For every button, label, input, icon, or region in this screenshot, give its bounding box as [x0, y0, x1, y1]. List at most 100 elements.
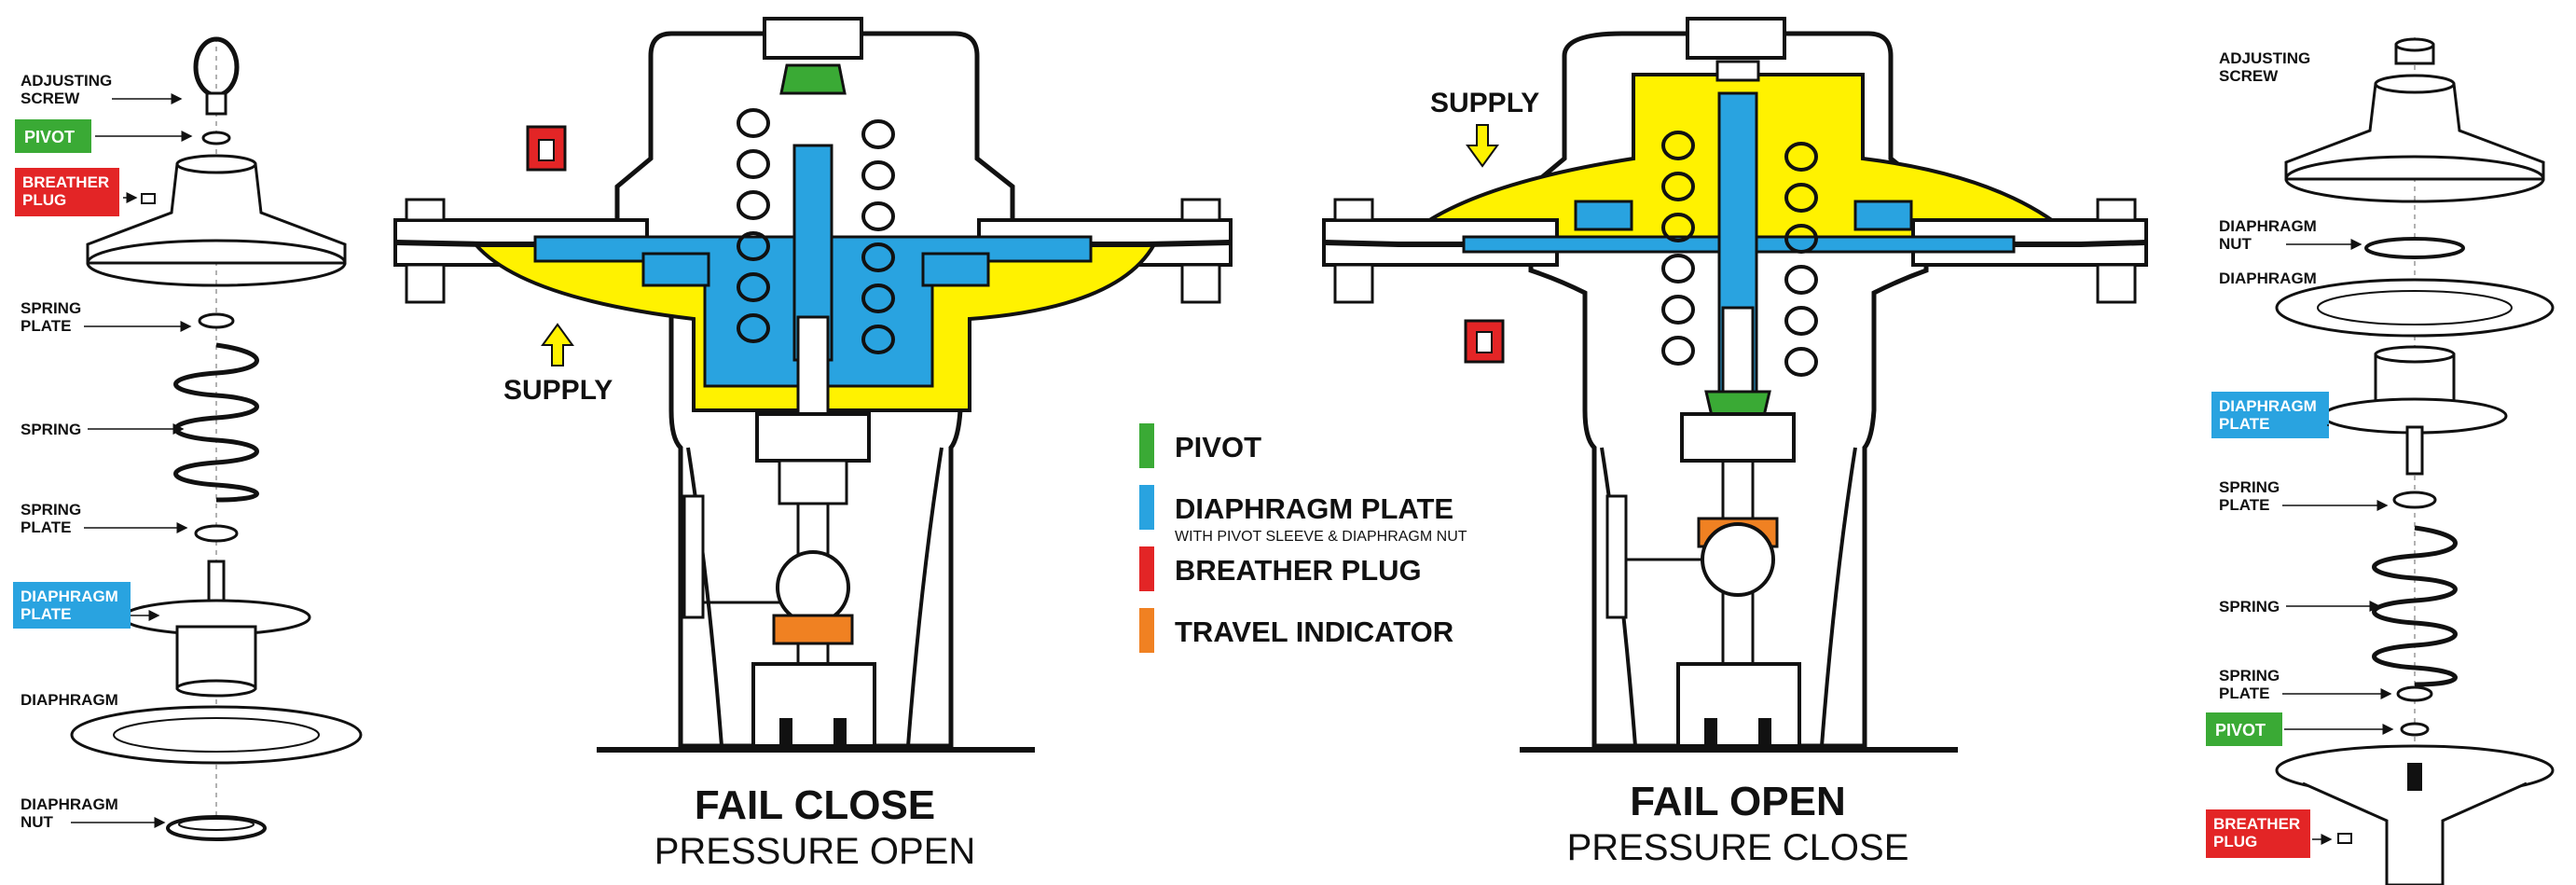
- upper-casing-icon: [86, 154, 347, 287]
- label-line: PIVOT: [24, 128, 75, 146]
- label-line: PLATE: [21, 605, 71, 623]
- legend: PIVOT DIAPHRAGM PLATE WITH PIVOT SLEEVE & …: [1139, 423, 1467, 653]
- label-line: SPRING: [21, 421, 81, 438]
- spring-plate-icon: [2392, 491, 2437, 509]
- diaphragm-icon: [70, 705, 363, 765]
- legend-label: BREATHER PLUG: [1175, 554, 1422, 587]
- label-line: PLATE: [2219, 415, 2269, 433]
- legend-label: DIAPHRAGM PLATE: [1175, 492, 1453, 525]
- label-line: DIAPHRAGM: [2219, 270, 2317, 287]
- label-line: NUT: [21, 813, 54, 831]
- label-line: DIAPHRAGM: [2219, 217, 2317, 235]
- breather-plug-part-icon: [2337, 833, 2352, 844]
- left-cross-section: SUPPLY FAIL CLOSE PRESSURE OPEN: [393, 17, 1233, 872]
- spring-plate-icon: [198, 312, 235, 329]
- supply-arrow-up: [541, 323, 574, 366]
- left-title: FAIL CLOSE: [695, 782, 935, 828]
- diaphragm-plate-icon: [121, 560, 311, 698]
- left-label-spring: SPRING: [21, 421, 185, 438]
- spring-plate-icon: [194, 524, 239, 543]
- legend-item: BREATHER PLUG: [1139, 546, 1422, 591]
- diaphragm-icon: [2275, 278, 2555, 338]
- breather-plug: [1464, 319, 1505, 364]
- actuator-body: [614, 31, 1015, 749]
- spring-plate-icon: [2396, 685, 2433, 702]
- label-line: ADJUSTING: [2219, 49, 2310, 67]
- legend-label: PIVOT: [1175, 431, 1261, 463]
- label-line: SPRING: [21, 299, 81, 317]
- spring-coils: [1661, 131, 1818, 377]
- label-line: DIAPHRAGM: [2219, 397, 2317, 415]
- lower-casing-icon: [2275, 744, 2555, 885]
- svg-text:SPRING: SPRING: [21, 421, 81, 438]
- right-cross-section: SUPPLY FAIL OPEN PRESSURE CLOSE: [1322, 17, 2148, 868]
- label-line: SPRING: [2219, 667, 2280, 684]
- legend-label: TRAVEL INDICATOR: [1175, 615, 1453, 648]
- legend-swatch: [1139, 423, 1154, 468]
- label-line: BREATHER: [22, 173, 109, 191]
- right-title: FAIL OPEN: [1630, 779, 1845, 824]
- label-line: DIAPHRAGM: [21, 691, 118, 709]
- label-line: PLATE: [21, 519, 71, 536]
- svg-text:SPRING: SPRING: [2219, 598, 2280, 615]
- svg-text:DIAPHRAGM: DIAPHRAGM: [2219, 270, 2317, 287]
- supply-label-right: SUPPLY: [1430, 88, 1539, 118]
- label-line: SPRING: [21, 501, 81, 519]
- legend-item: PIVOT: [1139, 423, 1261, 468]
- label-line: PLATE: [2219, 684, 2269, 702]
- breather-plug-part-icon: [141, 193, 156, 204]
- label-line: SPRING: [2219, 478, 2280, 496]
- adjusting-screw-icon: [2394, 37, 2435, 65]
- label-line: DIAPHRAGM: [21, 795, 118, 813]
- supply-label-left: SUPPLY: [503, 375, 613, 406]
- label-line: SPRING: [2219, 598, 2280, 615]
- legend-item: DIAPHRAGM PLATE WITH PIVOT SLEEVE & DIAPH…: [1139, 485, 1467, 545]
- label-line: PLUG: [22, 191, 66, 209]
- pivot-part-icon: [201, 131, 231, 145]
- legend-swatch: [1139, 546, 1154, 591]
- spring-coils: [737, 108, 895, 354]
- label-line: SCREW: [21, 90, 80, 107]
- legend-sublabel: WITH PIVOT SLEEVE & DIAPHRAGM NUT: [1175, 529, 1467, 545]
- diaphragm-plate-icon: [2321, 345, 2508, 476]
- label-line: PIVOT: [2215, 721, 2266, 740]
- legend-swatch: [1139, 608, 1154, 653]
- upper-casing-icon: [2284, 74, 2545, 203]
- svg-text:PIVOT: PIVOT: [2215, 721, 2266, 740]
- right-subtitle: PRESSURE CLOSE: [1567, 827, 1909, 868]
- right-label-spring: SPRING: [2219, 598, 2381, 615]
- label-line: ADJUSTING: [21, 72, 112, 90]
- supply-arrow-down: [1466, 124, 1499, 168]
- diaphragm-nut-icon: [2364, 237, 2465, 259]
- legend-item: TRAVEL INDICATOR: [1139, 608, 1453, 653]
- left-label-diaphragm: DIAPHRAGM: [21, 691, 118, 709]
- label-line: PLATE: [2219, 496, 2269, 514]
- label-line: BREATHER: [2213, 815, 2300, 833]
- legend-swatch: [1139, 485, 1154, 530]
- pivot-top: [779, 63, 847, 95]
- pivot-part-icon: [2400, 722, 2430, 737]
- travel-indicator: [772, 614, 854, 645]
